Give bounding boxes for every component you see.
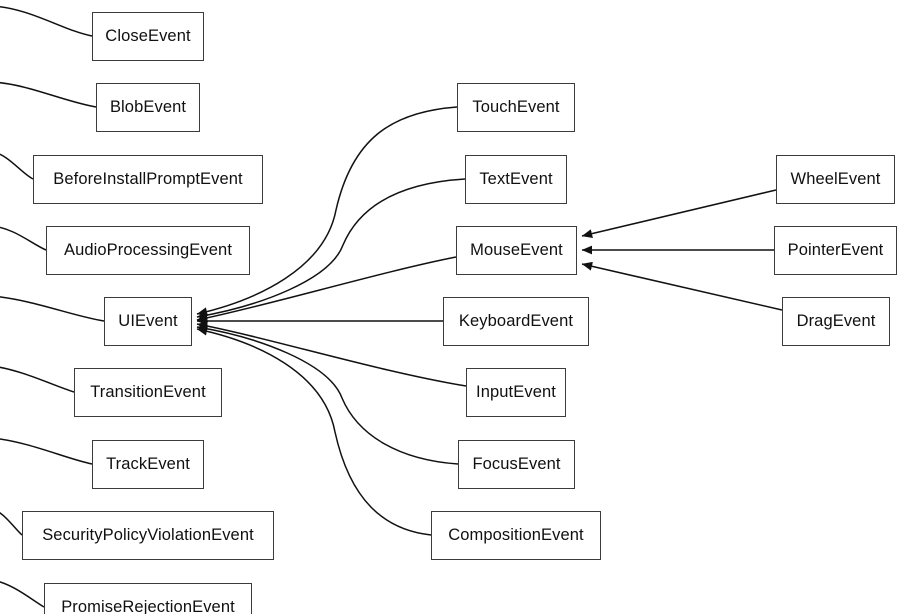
edge-offscreen-promiserejectionevent xyxy=(0,581,45,608)
node-wheelevent[interactable]: WheelEvent xyxy=(776,155,895,204)
node-keyboardevent[interactable]: KeyboardEvent xyxy=(443,297,589,346)
node-label: BeforeInstallPromptEvent xyxy=(53,170,243,189)
node-label: InputEvent xyxy=(476,383,556,402)
edge-offscreen-securitypolicyviolationevent xyxy=(0,512,23,536)
node-closeevent[interactable]: CloseEvent xyxy=(92,12,204,61)
node-label: DragEvent xyxy=(796,312,876,331)
node-label: PointerEvent xyxy=(787,241,884,260)
node-transitionevent[interactable]: TransitionEvent xyxy=(74,368,222,417)
node-compositionevent[interactable]: CompositionEvent xyxy=(431,511,601,560)
node-dragevent[interactable]: DragEvent xyxy=(782,297,890,346)
node-blobevent[interactable]: BlobEvent xyxy=(96,83,200,132)
edge-offscreen-audioprocessingevent xyxy=(0,226,47,251)
edge-offscreen-trackevent xyxy=(0,438,93,465)
node-uievent[interactable]: UIEvent xyxy=(104,297,192,346)
edge-offscreen-uievent xyxy=(0,296,105,322)
node-label: WheelEvent xyxy=(790,170,881,189)
node-label: TrackEvent xyxy=(106,455,190,474)
mouseevent-edges xyxy=(581,189,783,311)
node-label: FocusEvent xyxy=(472,455,561,474)
edge-offscreen-closeevent xyxy=(0,6,93,37)
node-promiserejectionevent[interactable]: PromiseRejectionEvent xyxy=(44,583,252,614)
node-label: TouchEvent xyxy=(472,98,560,117)
node-label: KeyboardEvent xyxy=(458,312,574,331)
node-label: CloseEvent xyxy=(105,27,191,46)
node-touchevent[interactable]: TouchEvent xyxy=(457,83,575,132)
node-securitypolicyviolationevent[interactable]: SecurityPolicyViolationEvent xyxy=(22,511,274,560)
node-label: MouseEvent xyxy=(470,241,563,260)
node-label: BlobEvent xyxy=(109,98,187,117)
node-label: PromiseRejectionEvent xyxy=(61,598,235,614)
node-audioprocessingevent[interactable]: AudioProcessingEvent xyxy=(46,226,250,275)
edge-offscreen-transitionevent xyxy=(0,366,75,393)
node-focusevent[interactable]: FocusEvent xyxy=(458,440,575,489)
node-label: TransitionEvent xyxy=(90,383,206,402)
edge-compositionevent-uievent xyxy=(196,326,432,536)
edge-focusevent-uievent xyxy=(196,324,459,465)
edge-offscreen-beforeinstallpromptevent xyxy=(0,153,34,180)
node-label: TextEvent xyxy=(479,170,553,189)
node-textevent[interactable]: TextEvent xyxy=(465,155,567,204)
edge-dragevent-mouseevent xyxy=(581,261,783,311)
node-beforeinstallpromptevent[interactable]: BeforeInstallPromptEvent xyxy=(33,155,263,204)
edge-inputevent-uievent xyxy=(196,321,467,387)
node-inputevent[interactable]: InputEvent xyxy=(466,368,566,417)
edge-wheelevent-mouseevent xyxy=(581,189,777,239)
node-label: CompositionEvent xyxy=(448,526,584,545)
edge-offscreen-blobevent xyxy=(0,81,97,108)
edge-touchevent-uievent xyxy=(196,106,458,317)
node-label: UIEvent xyxy=(118,312,178,331)
node-mouseevent[interactable]: MouseEvent xyxy=(456,226,577,275)
node-trackevent[interactable]: TrackEvent xyxy=(92,440,204,489)
node-label: SecurityPolicyViolationEvent xyxy=(42,526,254,545)
node-pointerevent[interactable]: PointerEvent xyxy=(774,226,897,275)
node-label: AudioProcessingEvent xyxy=(63,241,232,260)
